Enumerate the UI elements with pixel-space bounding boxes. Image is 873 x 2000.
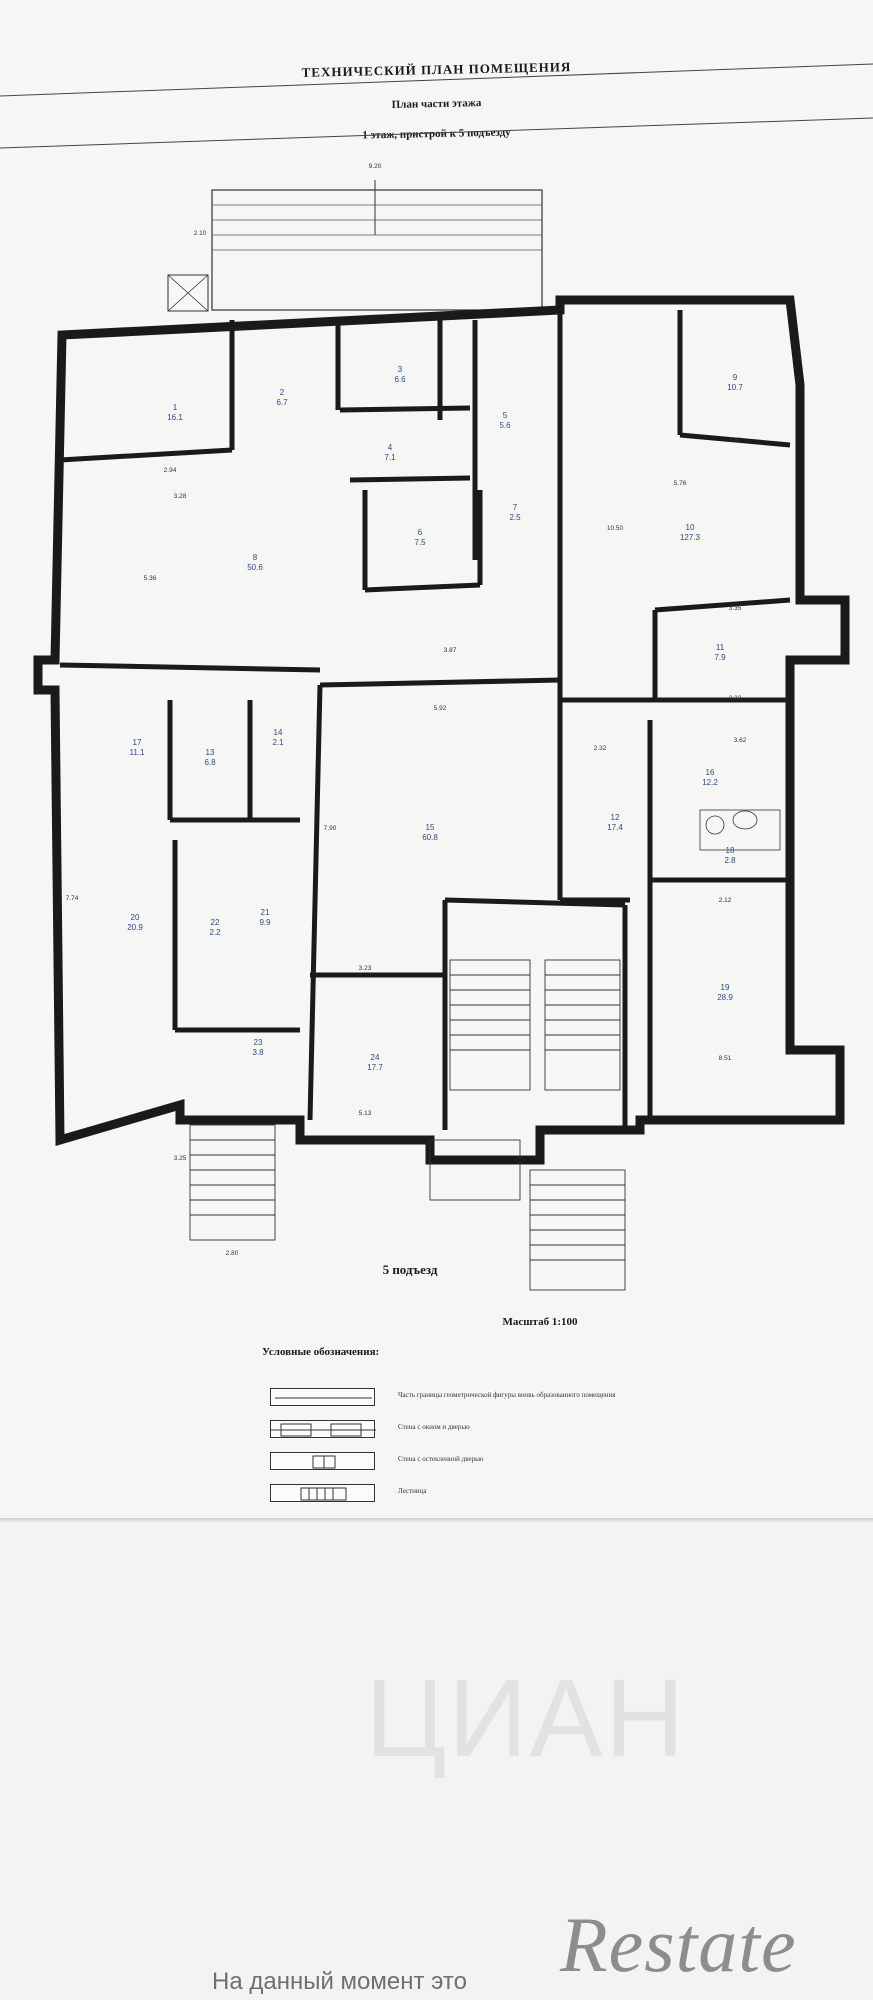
stairwell	[189, 959, 626, 1291]
header-rule	[0, 63, 873, 97]
dim-stair-h: 3.25	[174, 1155, 187, 1162]
dim-r8-h: 5.36	[144, 575, 157, 582]
sanitary-fixtures	[699, 809, 781, 851]
legend-swatch	[270, 1388, 375, 1406]
legend-swatch	[270, 1420, 376, 1438]
legend-title: Условные обозначения:	[262, 1346, 380, 1358]
dim-main-hall-w: 5.92	[434, 705, 447, 712]
lower-area	[0, 1522, 873, 2000]
dim-r11-w: 3.35	[729, 605, 742, 612]
restate-logo: Restate	[560, 1901, 797, 1988]
scale-label: Масштаб 1:100	[502, 1316, 578, 1328]
legend-text: Часть границы геометрической фигуры внов…	[398, 1391, 616, 1399]
legend-text: Стена с остекленной дверью	[398, 1455, 484, 1463]
dim-r12-w: 2.32	[594, 745, 607, 752]
dim-r11-w2: 3.33	[729, 695, 742, 702]
sheet-edge	[0, 1518, 873, 1522]
dim-r1-w2: 3.28	[174, 493, 187, 500]
entrance-label: 5 подъезд	[382, 1262, 438, 1277]
legend-text: Стена с окном и дверью	[398, 1423, 470, 1431]
outer-wall	[33, 295, 850, 1165]
dim-r20-w: 5.13	[359, 1110, 372, 1117]
dim-left-wall: 7.74	[66, 895, 79, 902]
legend-swatch	[270, 1484, 375, 1502]
dim-top-width: 9.20	[369, 163, 382, 170]
dim-r9-w: 2.82	[729, 437, 742, 444]
dim-r10-w: 5.76	[674, 480, 687, 487]
header-rule	[0, 117, 873, 149]
floor-plan	[0, 63, 873, 1291]
dim-main-hall-h: 7.90	[324, 825, 337, 832]
dim-r19-h: 8.51	[719, 1055, 732, 1062]
dim-r1-w: 2.94	[164, 467, 177, 474]
watermark-text: ЦИАН	[365, 1657, 687, 1780]
dim-stair-w: 2.80	[226, 1250, 239, 1257]
interior-walls	[59, 310, 791, 1130]
dim-right-wall: 10.50	[607, 525, 624, 532]
dim-r19-w: 2.12	[719, 897, 732, 904]
dim-r8-w: 3.87	[444, 647, 457, 654]
porch-steps	[212, 204, 542, 251]
dim-top-depth: 2.10	[194, 230, 207, 237]
dim-r17-w: 3.62	[734, 737, 747, 744]
status-text: На данный момент это	[212, 1968, 467, 1995]
vent-box	[167, 274, 209, 312]
legend-text: Лестница	[398, 1487, 427, 1495]
legend-swatch	[270, 1452, 375, 1470]
plan-sheet	[0, 0, 873, 1520]
dim-r15-w: 3.23	[359, 965, 372, 972]
